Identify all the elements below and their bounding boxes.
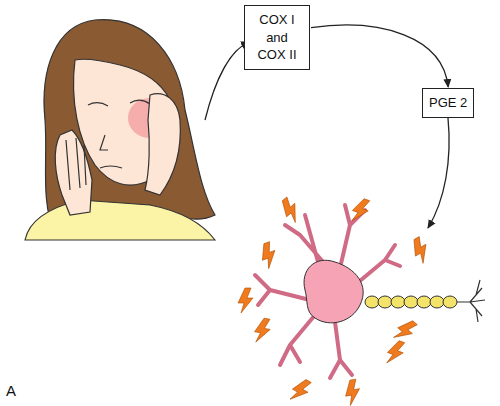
lightning-bolt bbox=[384, 338, 407, 367]
lightning-bolt bbox=[287, 376, 312, 405]
lightning-bolt bbox=[391, 316, 419, 345]
process-box: COX I and COX II bbox=[244, 5, 310, 70]
curved-arrow bbox=[205, 42, 249, 120]
neuron bbox=[255, 205, 485, 378]
box-text: COX I and COX II bbox=[251, 11, 303, 64]
curved-arrow bbox=[428, 118, 449, 228]
lightning-bolt bbox=[408, 236, 433, 265]
lightning-bolt bbox=[253, 317, 272, 344]
woman-figure bbox=[25, 20, 215, 240]
lightning-bolt bbox=[349, 196, 372, 225]
pain-bolts bbox=[238, 196, 433, 406]
lightning-bolt bbox=[257, 241, 280, 270]
lightning-bolt bbox=[238, 288, 253, 313]
panel-letter: A bbox=[6, 382, 16, 399]
curved-arrow bbox=[311, 25, 448, 87]
lightning-bolt bbox=[277, 196, 305, 225]
box-text: PGE 2 bbox=[429, 94, 467, 112]
process-box: PGE 2 bbox=[422, 88, 474, 118]
lightning-bolt bbox=[343, 379, 362, 406]
